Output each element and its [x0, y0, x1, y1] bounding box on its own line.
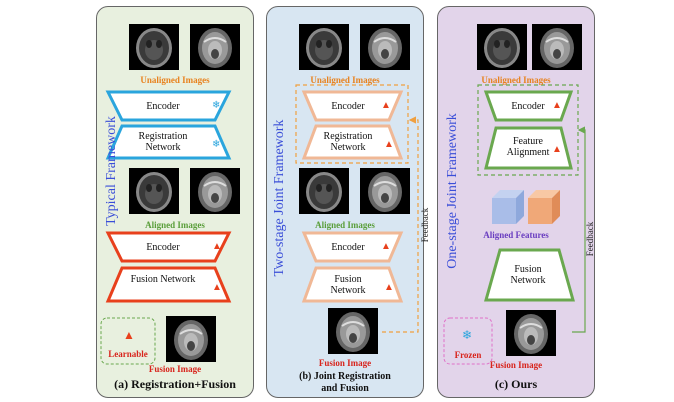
snowflake-icon: ❄: [212, 139, 221, 150]
fusion-image-c: [506, 310, 556, 356]
flame-icon: ▲: [384, 139, 394, 150]
fusion-image-label-c: Fusion Image: [489, 360, 543, 370]
flame-icon: ▲: [212, 241, 222, 252]
vertical-title-b: Two-stage Joint Framework: [272, 119, 287, 277]
registration-label-a: Registration Network: [138, 131, 188, 153]
encoder-label-a: Encoder: [146, 101, 180, 112]
snowflake-icon: ❄: [212, 100, 221, 111]
encoder2-label-a: Encoder: [146, 242, 180, 253]
aligned-mr-image-a: [190, 168, 240, 214]
aligned-label-b: Aligned Images: [315, 220, 375, 230]
fusion-label-b: Fusion Network: [330, 274, 366, 296]
caption-b-line2: and Fusion: [321, 383, 369, 394]
frozen-label: Frozen: [454, 350, 482, 360]
aligned-ct-image-b: [299, 168, 349, 214]
mr-scan-image-a: [190, 24, 240, 70]
registration-label-b: Registration Network: [323, 131, 373, 153]
snowflake-icon: ❄: [462, 328, 473, 342]
flame-icon: ▲: [381, 100, 391, 111]
vertical-title-c: One-stage Joint Framework: [445, 113, 460, 269]
flame-icon: ▲: [123, 328, 135, 342]
aligned-label-a: Aligned Images: [145, 220, 205, 230]
fusion-image-b: [328, 308, 378, 354]
mr-scan-image-b: [360, 24, 410, 70]
fusion-label-a: Fusion Network: [130, 274, 196, 285]
ct-scan-image-b: [299, 24, 349, 70]
fusion-image-a: [166, 316, 216, 362]
flame-icon: ▲: [384, 282, 394, 293]
caption-c: (c) Ours: [494, 377, 538, 391]
aligned-mr-image-b: [360, 168, 410, 214]
mr-scan-image-c: [532, 24, 582, 70]
encoder-label-b: Encoder: [331, 101, 365, 112]
encoder-label-c: Encoder: [511, 101, 545, 112]
ct-scan-image-c: [477, 24, 527, 70]
unaligned-label-a: Unaligned Images: [140, 75, 210, 85]
feedback-label-c: Feedback: [585, 221, 595, 257]
flame-icon: ▲: [381, 241, 391, 252]
aligned-ct-image-a: [129, 168, 179, 214]
flame-icon: ▲: [552, 144, 562, 155]
fusion-image-label-a: Fusion Image: [148, 364, 202, 374]
alignment-label-c: Feature Alignment: [506, 136, 550, 158]
ct-scan-image-a: [129, 24, 179, 70]
feedback-label-b: Feedback: [420, 207, 430, 243]
caption-b-line1: (b) Joint Registration: [299, 371, 391, 382]
flame-icon: ▲: [212, 282, 222, 293]
unaligned-label-b: Unaligned Images: [310, 75, 380, 85]
aligned-features-label: Aligned Features: [483, 230, 549, 240]
fusion-image-label-b: Fusion Image: [318, 358, 372, 368]
fusion-label-c: Fusion Network: [510, 264, 546, 286]
learnable-label: Learnable: [108, 349, 148, 359]
unaligned-label-c: Unaligned Images: [481, 75, 551, 85]
flame-icon: ▲: [552, 100, 562, 111]
encoder2-label-b: Encoder: [331, 242, 365, 253]
caption-a: (a) Registration+Fusion: [114, 377, 236, 391]
